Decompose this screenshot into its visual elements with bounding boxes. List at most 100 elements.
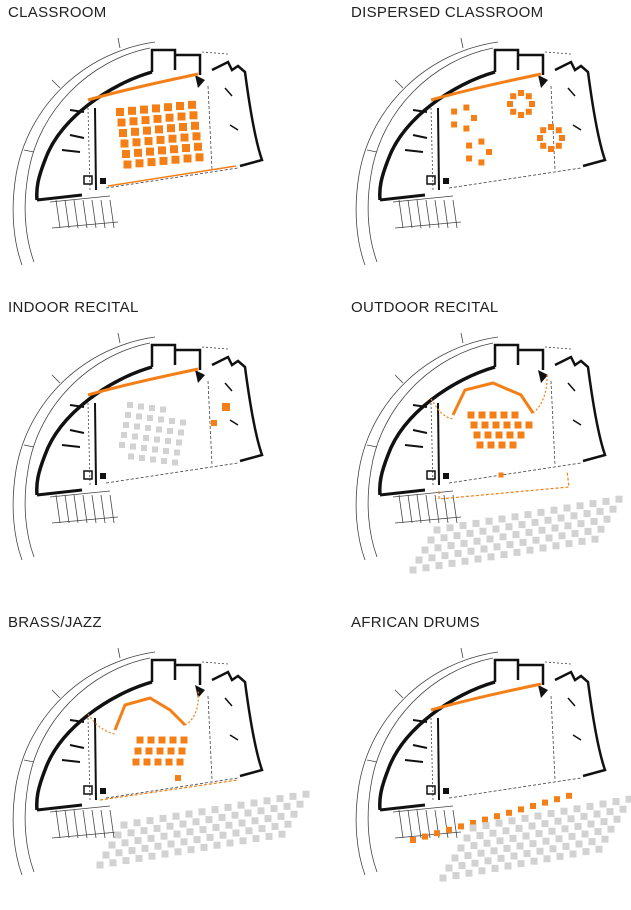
lawn-seat — [488, 553, 495, 560]
service-block — [495, 660, 543, 685]
lawn-seat — [122, 839, 129, 846]
lawn-seat — [442, 552, 449, 559]
lawn-seat — [123, 857, 130, 864]
lawn-seat — [187, 828, 194, 835]
step-line — [426, 200, 430, 228]
lawn-seat — [259, 825, 266, 832]
step-line — [426, 495, 430, 523]
steps-edge — [393, 196, 461, 228]
lawn-seat — [155, 843, 162, 850]
lawn-seat — [271, 805, 278, 812]
lawn-seat — [479, 867, 486, 874]
audience-seat — [163, 448, 169, 454]
panel-indoor-recital: INDOOR RECITAL — [0, 295, 315, 595]
lawn-seat — [592, 536, 599, 543]
lawn-seat — [264, 797, 271, 804]
desk-seat — [146, 148, 154, 156]
east-doors — [225, 698, 238, 740]
lawn-seat — [561, 808, 568, 815]
lawn-seat — [513, 531, 520, 538]
shell-dotted — [88, 690, 198, 734]
lawn-seat — [538, 509, 545, 516]
lawn-seat — [570, 851, 577, 858]
performer-seat — [493, 422, 500, 429]
lawn-seat — [562, 825, 569, 832]
audience-seat — [160, 407, 166, 413]
stage-curtain — [88, 369, 198, 395]
lawn-seat — [232, 812, 239, 819]
step-line — [408, 200, 412, 228]
east-wall — [212, 357, 262, 461]
performer-seat — [485, 432, 492, 439]
lawn-seat — [523, 833, 530, 840]
audience-seat — [149, 405, 155, 411]
audience-seat — [143, 435, 149, 441]
lawn-seat — [142, 845, 149, 852]
performer-seat — [477, 442, 484, 449]
audience-seat — [174, 450, 180, 456]
arc-tick — [461, 333, 463, 343]
lawn-seat — [148, 835, 155, 842]
lawn-seat — [591, 518, 598, 525]
band-seat — [181, 737, 188, 744]
lawn-seat — [613, 798, 620, 805]
performer-seat — [471, 422, 478, 429]
lawn-seat — [587, 803, 594, 810]
arc-tick — [118, 648, 120, 658]
room-boundary — [449, 381, 581, 483]
column — [443, 178, 449, 184]
step-line — [399, 200, 403, 228]
east-doors — [568, 383, 581, 425]
step-line — [408, 495, 412, 523]
lawn-seat — [291, 811, 298, 818]
audience-seat — [125, 412, 131, 418]
outer-arc-2 — [356, 42, 498, 265]
audience-seat — [161, 458, 167, 464]
lawn-seat — [220, 832, 227, 839]
lawn-seat — [436, 562, 443, 569]
stage-curtain — [88, 74, 198, 100]
lawn-seat — [219, 814, 226, 821]
lawn-seat — [555, 818, 562, 825]
lawn-seat — [493, 526, 500, 533]
lawn-seat — [233, 830, 240, 837]
lawn-seat — [564, 505, 571, 512]
east-wall — [212, 62, 262, 166]
lawn-seat — [290, 793, 297, 800]
corner-pier — [538, 75, 548, 88]
lawn-seat — [440, 875, 447, 882]
partition-dashed — [88, 718, 90, 800]
lawn-seat — [491, 847, 498, 854]
audience-seat — [138, 404, 144, 410]
lawn-seat — [616, 496, 623, 503]
drummer-mark — [530, 803, 536, 809]
lawn-seat — [514, 549, 521, 556]
lawn-seat — [154, 825, 161, 832]
performer-seat — [474, 432, 481, 439]
service-block — [152, 660, 200, 685]
lawn-seat — [478, 850, 485, 857]
lawn-seat — [504, 845, 511, 852]
desk-seat — [122, 150, 130, 158]
performer-seat — [468, 412, 475, 419]
panel-african-drums: AFRICAN DRUMS — [343, 610, 631, 910]
lawn-seat — [487, 536, 494, 543]
band-seat — [177, 759, 184, 766]
drummer-mark — [410, 837, 416, 843]
step-line — [83, 495, 87, 523]
lawn-seat — [626, 796, 631, 803]
lawn-seat — [134, 819, 141, 826]
lawn-seat — [477, 832, 484, 839]
band-seat — [168, 748, 175, 755]
performer-seat — [490, 412, 497, 419]
corner-pier — [195, 685, 205, 698]
lawn-seat — [423, 564, 430, 571]
panel-classroom: CLASSROOM — [0, 0, 315, 300]
cluster-seat — [507, 101, 513, 107]
steps-edge — [50, 491, 118, 523]
lawn-seat — [577, 502, 584, 509]
step-line — [65, 810, 69, 838]
desk-seat — [191, 122, 199, 130]
desk-seat — [148, 158, 156, 166]
lawn-seat — [620, 806, 627, 813]
